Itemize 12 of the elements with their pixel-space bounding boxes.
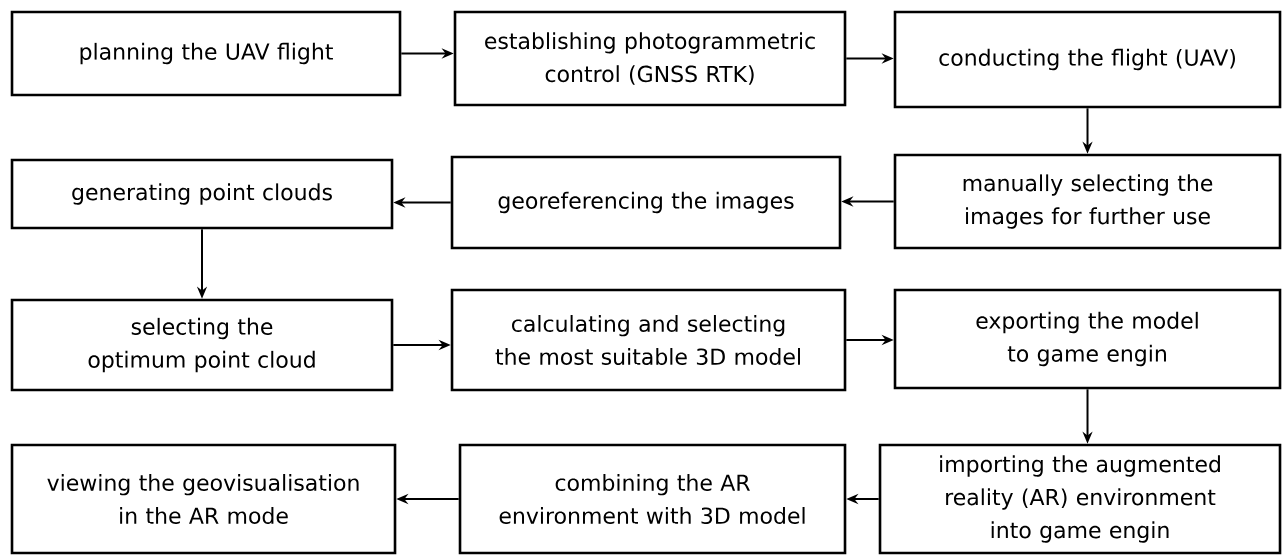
process-box: planning the UAV flight — [10, 10, 402, 97]
process-box: viewing the geovisualisation in the AR mode — [10, 443, 397, 555]
process-box: conducting the flight (UAV) — [893, 10, 1282, 109]
process-box: calculating and selecting the most suitable 3D model — [450, 288, 847, 392]
process-box: exporting the model to game engin — [893, 288, 1282, 390]
process-box: georeferencing the images — [450, 155, 842, 250]
process-box: generating point clouds — [10, 158, 394, 230]
process-box: establishing photogrammetric control (GNSS RTK) — [453, 10, 847, 107]
process-box: manually selecting the images for further use — [893, 153, 1282, 250]
process-box: selecting the optimum point cloud — [10, 298, 394, 392]
process-box: importing the augmented reality (AR) environment into game engin — [878, 443, 1282, 555]
process-box: combining the AR environment with 3D model — [458, 443, 847, 555]
